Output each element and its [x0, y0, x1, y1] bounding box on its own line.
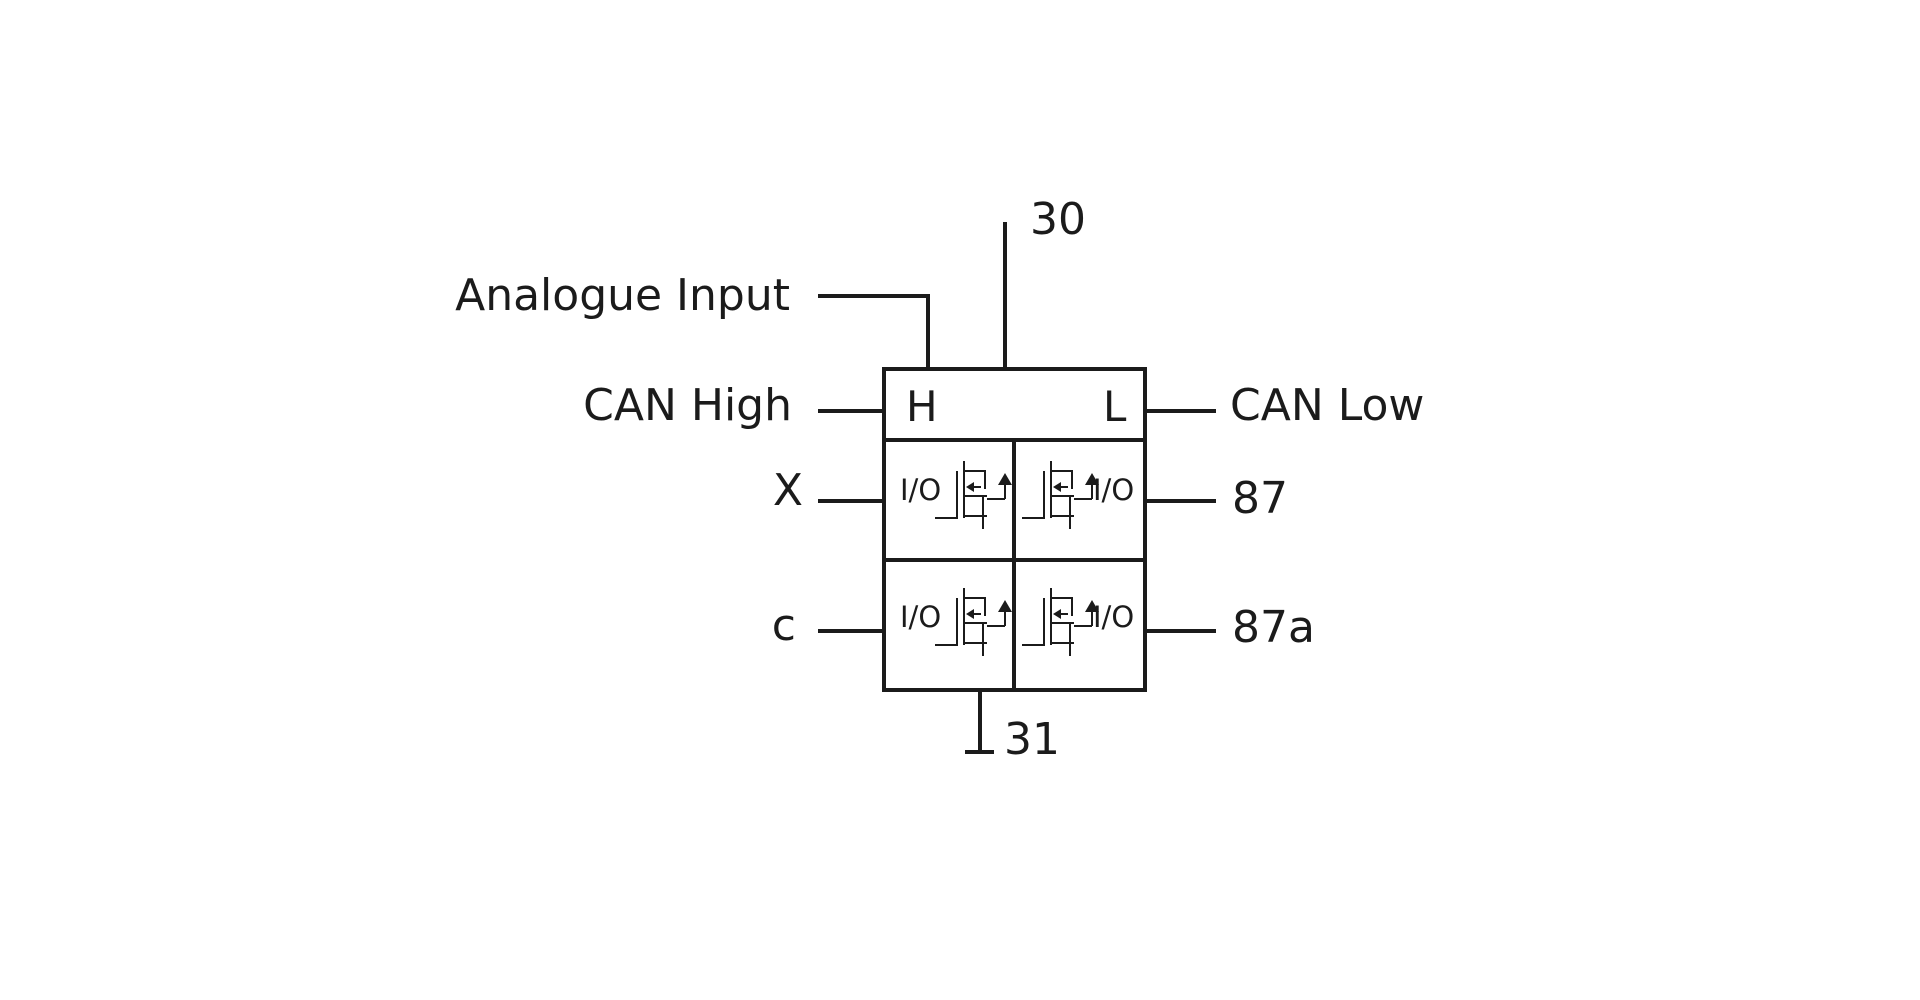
- c-label: c: [772, 600, 796, 651]
- can-h-letter: H: [906, 382, 938, 431]
- out-87-label: 87: [1232, 473, 1288, 524]
- channel-top-left: I/O: [900, 460, 1013, 530]
- channel-bottom-right: I/O: [1021, 587, 1134, 657]
- can-low-label: CAN Low: [1230, 380, 1424, 431]
- mosfet-icon: [934, 587, 1013, 657]
- ground-31-label: 31: [1004, 714, 1060, 765]
- channel-io-label: I/O: [1093, 600, 1134, 634]
- channel-io-label: I/O: [1093, 473, 1134, 507]
- mosfet-icon: [1021, 460, 1100, 530]
- channel-top-right: I/O: [1021, 460, 1134, 530]
- channel-io-label: I/O: [900, 600, 941, 634]
- channel-bottom-left: I/O: [900, 587, 1013, 657]
- supply-30-label: 30: [1030, 194, 1086, 245]
- analogue-input-label: Analogue Input: [455, 270, 790, 321]
- can-l-letter: L: [1103, 382, 1127, 431]
- can-high-label: CAN High: [583, 380, 792, 431]
- mosfet-icon: [934, 460, 1013, 530]
- x-label: X: [773, 465, 803, 516]
- mosfet-icon: [1021, 587, 1100, 657]
- analogue-input-wire: [818, 294, 930, 371]
- channel-io-label: I/O: [900, 473, 941, 507]
- out-87a-label: 87a: [1232, 602, 1315, 653]
